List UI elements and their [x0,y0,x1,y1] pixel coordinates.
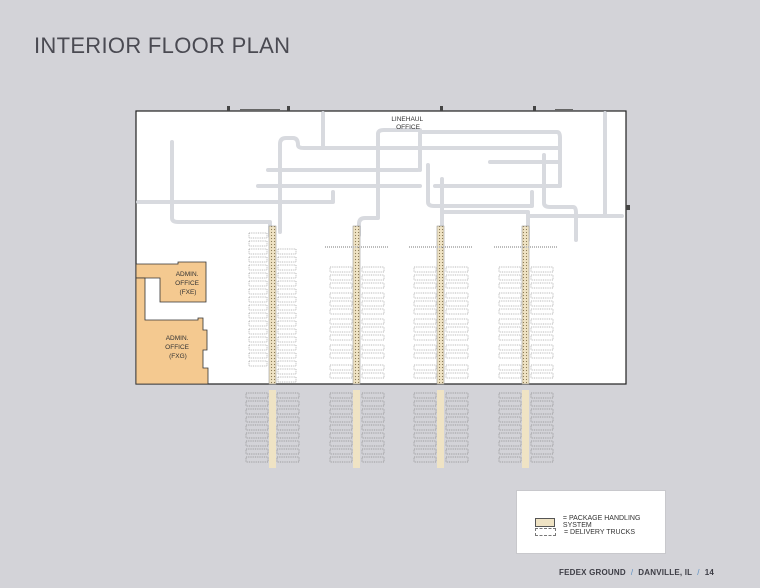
legend-item-delivery-trucks: = DELIVERY TRUCKS [535,528,635,536]
linehaul-office-label: LINEHAUL OFFICE [391,116,424,131]
admin-office-fxg-label: ADMIN. OFFICE (FXG) [165,335,191,360]
footer-page-number: 14 [704,568,714,577]
footer-location: DANVILLE, IL [638,568,693,577]
legend: = PACKAGE HANDLING SYSTEM = DELIVERY TRU… [516,490,666,554]
footer-separator: / [697,568,700,577]
package-handling-lines [268,225,530,468]
admin-office-fxe-label: ADMIN. OFFICE (FXE) [175,271,201,296]
page-title: INTERIOR FLOOR PLAN [34,33,291,58]
admin-office-fxg [135,277,209,385]
delivery-truck-swatch-icon [535,528,556,536]
conveyor-system [136,111,624,242]
footer-company: FEDEX GROUND [558,568,626,577]
footer-separator: / [630,568,634,577]
dock-doors [227,106,630,210]
package-handling-swatch-icon [535,517,555,527]
delivery-trucks-exterior [245,392,554,463]
legend-item-package-handling: = PACKAGE HANDLING SYSTEM [535,515,665,529]
delivery-trucks-interior [248,232,554,383]
page-footer: FEDEX GROUND / DANVILLE, IL / 14 [559,568,714,577]
